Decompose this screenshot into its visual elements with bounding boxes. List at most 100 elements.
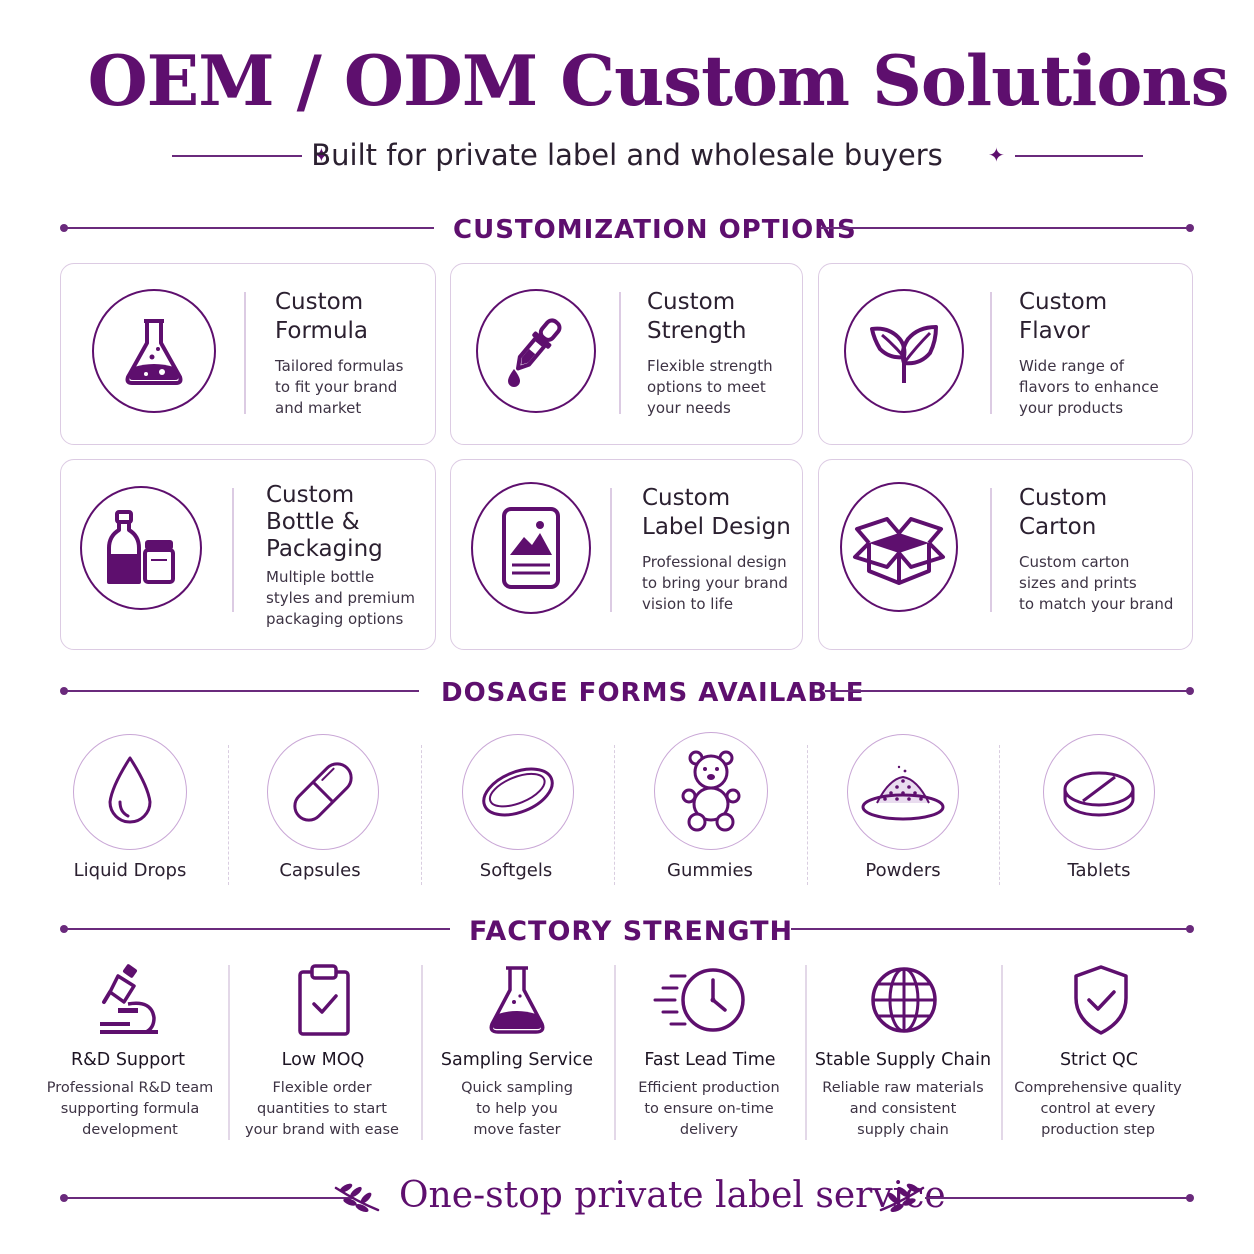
- feature-icon-wrap: [651, 964, 749, 1040]
- column-divider: [421, 965, 423, 1140]
- section-rule: [791, 928, 1190, 930]
- page-title: OEM / ODM Custom Solutions: [87, 41, 1230, 122]
- card-divider: [990, 292, 992, 414]
- dosage-label: Gummies: [667, 860, 753, 881]
- drop-icon: [108, 756, 152, 824]
- option-title: Custom: [275, 289, 364, 315]
- option-title: Carton: [1019, 513, 1097, 540]
- feature-desc: Flexible order: [272, 1080, 372, 1096]
- softgel-icon: [482, 767, 554, 817]
- option-icon-circle: [80, 486, 202, 610]
- column-divider: [1001, 965, 1003, 1140]
- feature-desc: move faster: [473, 1122, 561, 1139]
- dosage-icon-circle: [267, 734, 379, 850]
- dosage-label: Tablets: [1067, 860, 1131, 881]
- feature-desc: Comprehensive quality: [1014, 1080, 1182, 1096]
- section-rule: [820, 227, 1190, 229]
- option-title: Custom: [1019, 289, 1108, 315]
- section-title-dosage: DOSAGE FORMS AVAILABLE: [441, 678, 865, 708]
- feature-desc: delivery: [679, 1122, 739, 1139]
- bottle-jar-icon: [107, 510, 175, 584]
- rule-dot: [1186, 1194, 1194, 1202]
- option-desc: styles and premium: [266, 589, 416, 608]
- card-divider: [232, 488, 234, 612]
- feature-title: Strict QC: [1059, 1050, 1139, 1070]
- option-title: Custom: [266, 482, 355, 508]
- section-title-factory: FACTORY STRENGTH: [469, 916, 794, 947]
- option-icon-circle: [471, 482, 591, 614]
- page-subtitle: Built for private label and wholesale bu…: [311, 138, 943, 172]
- feature-title: Stable Supply Chain: [814, 1050, 992, 1070]
- open-box-icon: [853, 517, 945, 585]
- feature-desc: and consistent: [849, 1101, 957, 1118]
- powder-icon: [861, 765, 945, 821]
- option-desc: Tailored formulas: [275, 356, 404, 375]
- section-rule: [64, 690, 419, 692]
- section-rule: [64, 227, 434, 229]
- flask-icon: [489, 966, 545, 1034]
- option-desc: Custom carton: [1019, 552, 1130, 571]
- section-rule: [925, 1197, 1190, 1199]
- feature-desc: control at every: [1040, 1101, 1156, 1118]
- feature-desc: your brand with ease: [245, 1122, 399, 1139]
- feature-desc: Reliable raw materials: [822, 1080, 984, 1096]
- sparkle-right-icon: ✦: [988, 143, 1005, 167]
- dosage-icon-circle: [462, 734, 574, 850]
- clipboard-check-icon: [298, 964, 350, 1036]
- option-title: Flavor: [1019, 317, 1090, 344]
- gummy-bear-icon: [681, 750, 741, 832]
- section-rule: [64, 1197, 354, 1199]
- option-desc: your needs: [647, 398, 731, 417]
- dosage-label: Capsules: [279, 860, 361, 881]
- microscope-icon: [100, 964, 158, 1034]
- option-title: Custom: [642, 485, 731, 511]
- option-icon-circle: [92, 289, 216, 413]
- feature-title: Fast Lead Time: [644, 1050, 776, 1070]
- feature-title: Low MOQ: [281, 1050, 365, 1070]
- feature-desc: to help you: [476, 1101, 558, 1118]
- option-title: Bottle &: [266, 509, 360, 536]
- feature-icon-wrap: [869, 964, 939, 1040]
- feature-icon-wrap: [96, 962, 162, 1042]
- option-icon-circle: [840, 482, 958, 612]
- laurel-left-icon: [332, 1180, 382, 1224]
- card-divider: [619, 292, 621, 414]
- option-desc: flavors to enhance: [1019, 377, 1159, 396]
- option-desc: Flexible strength: [647, 356, 773, 375]
- section-rule: [825, 690, 1190, 692]
- section-rule: [64, 928, 450, 930]
- option-icon-circle: [476, 289, 596, 413]
- dosage-icon-circle: [73, 734, 187, 850]
- column-divider: [614, 745, 615, 885]
- feature-icon-wrap: [292, 960, 356, 1042]
- feature-icon-wrap: [484, 962, 550, 1042]
- feature-desc: Professional R&D team: [46, 1080, 214, 1096]
- dosage-label: Softgels: [479, 860, 553, 881]
- option-title: Custom: [647, 289, 736, 315]
- option-desc: to bring your brand: [642, 573, 788, 592]
- leaf-icon: [870, 325, 938, 383]
- option-title: Custom: [1019, 485, 1108, 511]
- option-desc: Professional design: [642, 552, 787, 571]
- feature-desc: production step: [1041, 1122, 1155, 1139]
- feature-title: Sampling Service: [440, 1050, 594, 1070]
- rule-dot: [1186, 224, 1194, 232]
- shield-check-icon: [1074, 965, 1128, 1035]
- dosage-icon-circle: [654, 732, 768, 850]
- column-divider: [228, 745, 229, 885]
- column-divider: [614, 965, 616, 1140]
- option-desc: Multiple bottle: [266, 568, 375, 587]
- dosage-icon-circle: [1043, 734, 1155, 850]
- sparkle-left-icon: ✦: [313, 143, 330, 167]
- feature-desc: Efficient production: [638, 1080, 780, 1096]
- option-title: Formula: [275, 317, 368, 344]
- section-title-customization: CUSTOMIZATION OPTIONS: [453, 215, 857, 245]
- column-divider: [228, 965, 230, 1140]
- option-desc: your products: [1019, 398, 1124, 417]
- card-divider: [990, 488, 992, 612]
- card-divider: [610, 488, 612, 612]
- feature-title: R&D Support: [70, 1050, 186, 1070]
- dosage-icon-circle: [847, 734, 959, 850]
- dropper-icon: [508, 318, 562, 387]
- feature-icon-wrap: [1070, 962, 1132, 1042]
